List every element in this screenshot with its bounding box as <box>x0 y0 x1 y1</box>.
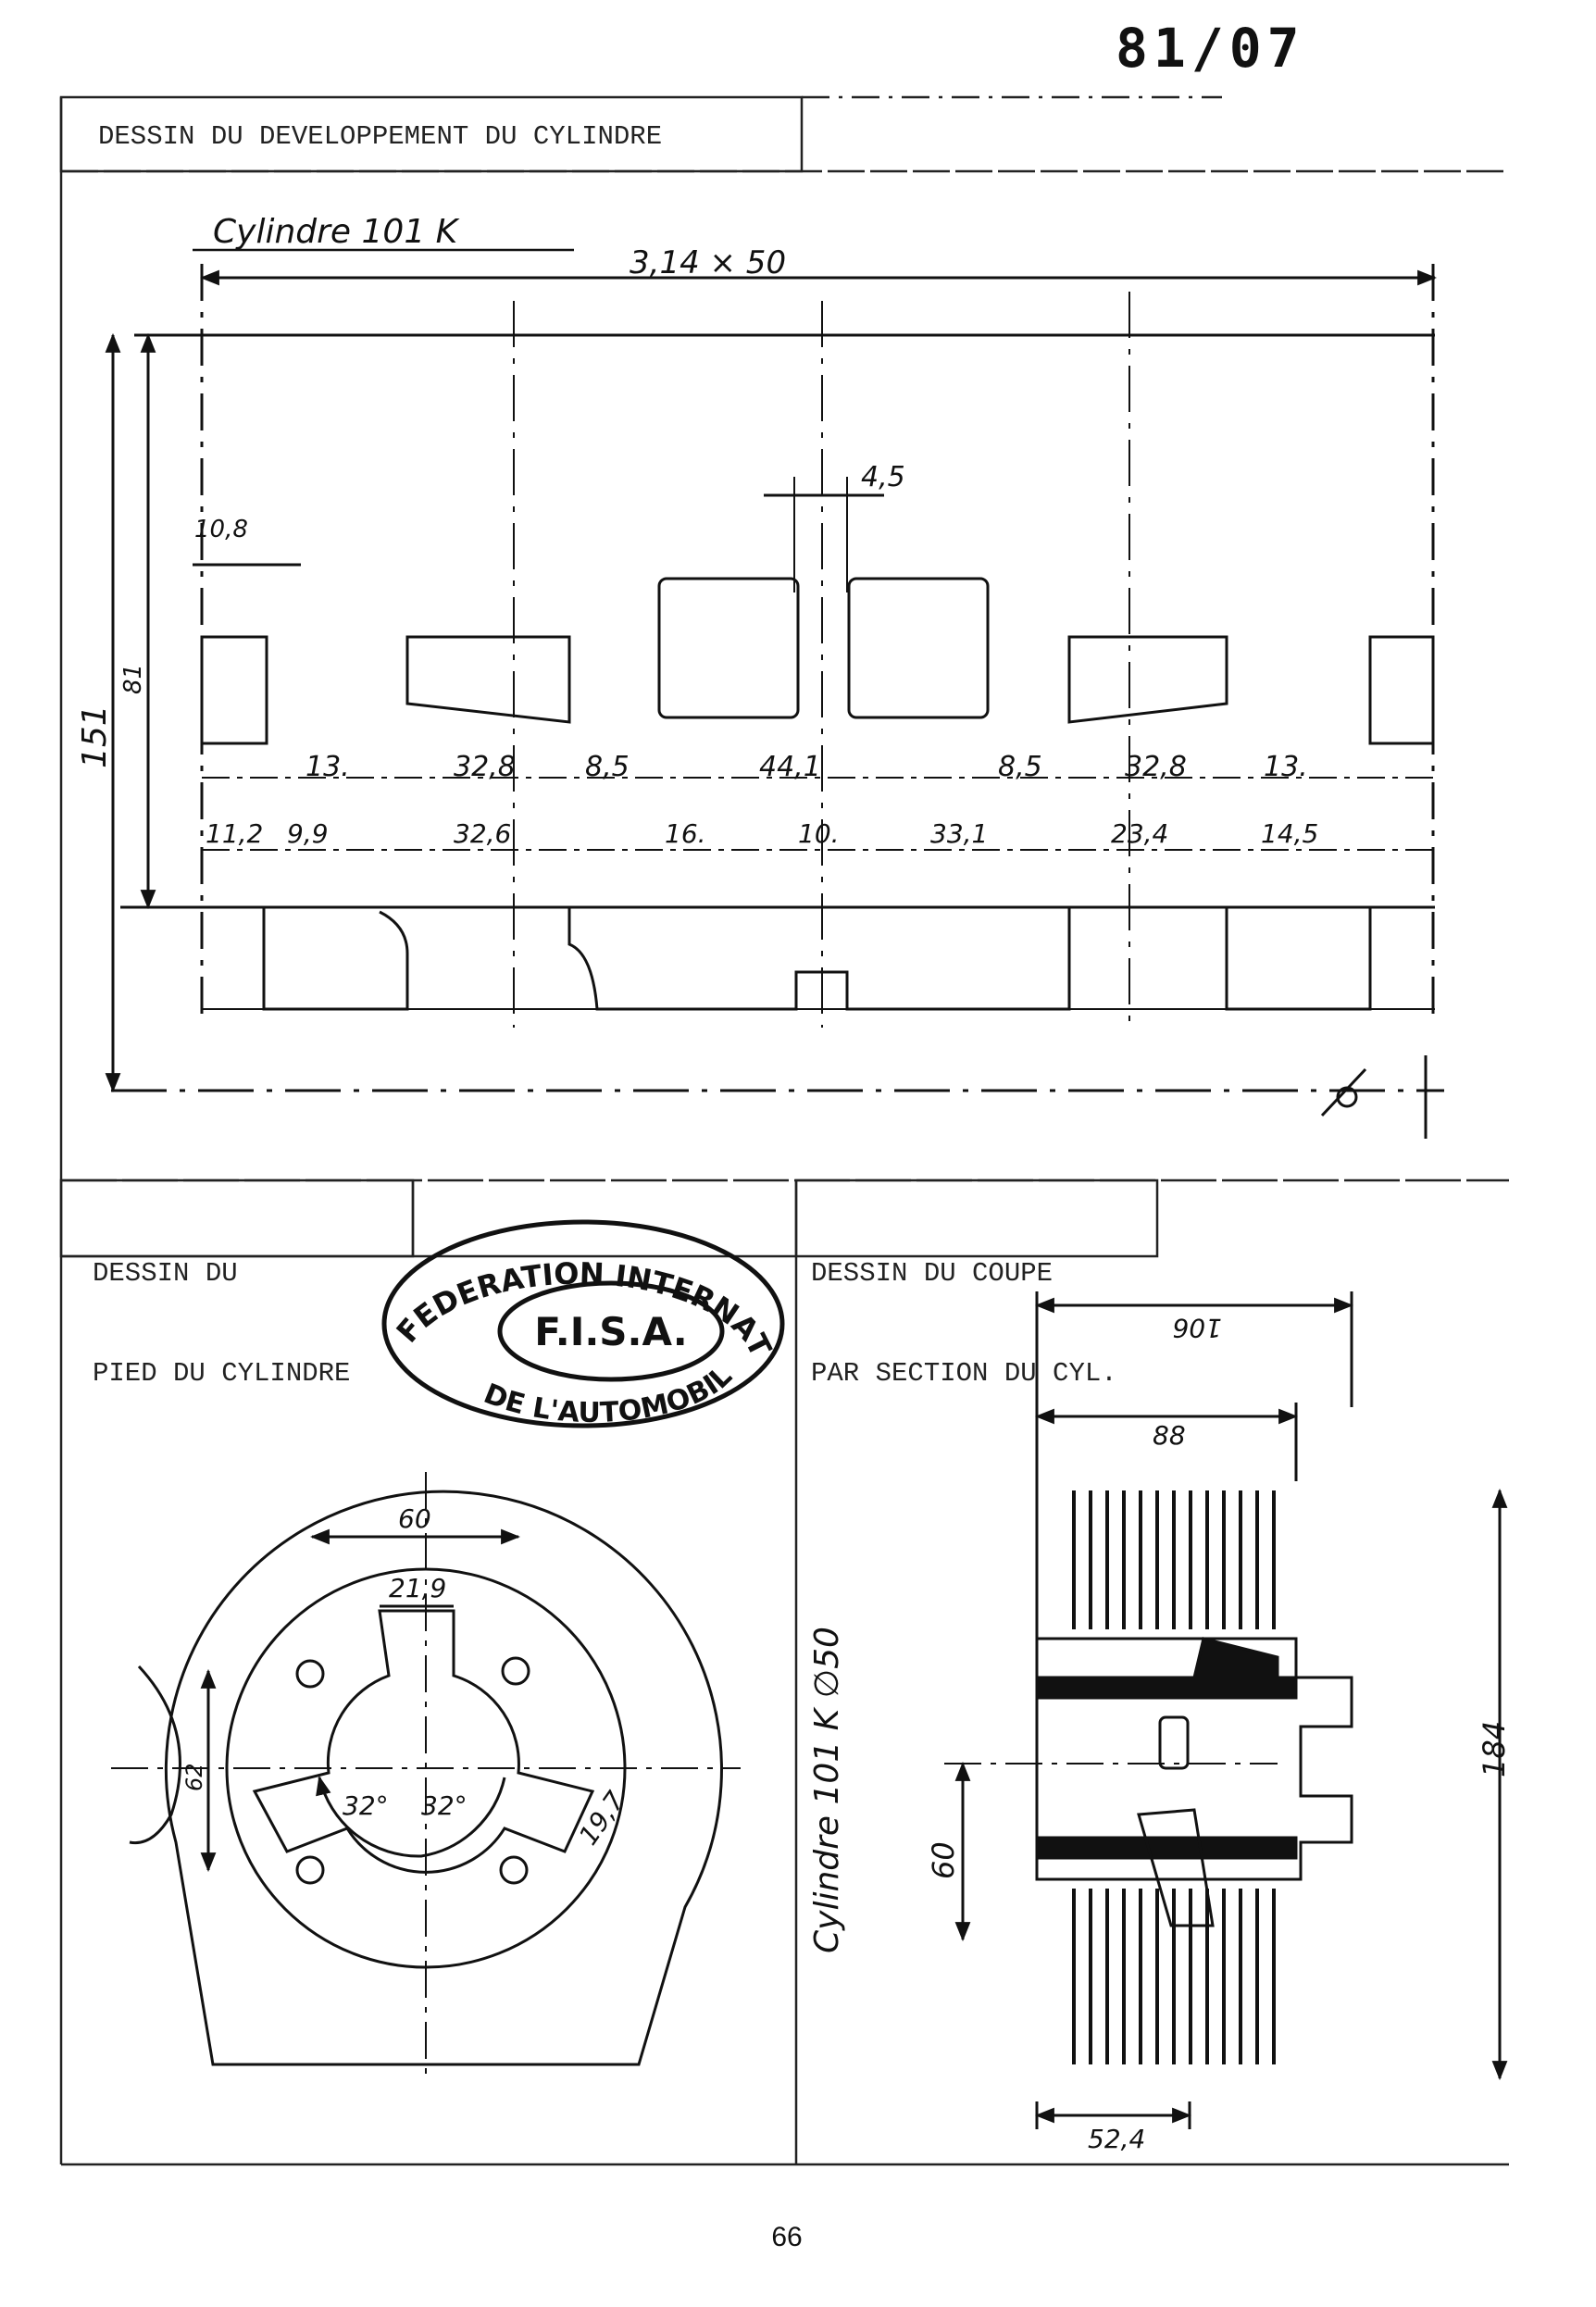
svg-text:FEDERATION INTERNATIONALE: FEDERATION INTERNATIONALE <box>0 0 779 1363</box>
dim-section-52-4: 52,4 <box>1088 2124 1145 2154</box>
dim-foot-62: 62 <box>181 1763 207 1791</box>
section-title-line1: DESSIN DU COUPE <box>811 1258 1054 1289</box>
stamp-inner: F.I.S.A. <box>534 1309 688 1354</box>
dim-81: 81 <box>119 664 147 694</box>
page-number: 66 <box>771 2222 803 2252</box>
section-dims: 106 88 184 60 52,4 <box>926 1313 1512 2154</box>
stamp-outer-top: FEDERATION INTERNATIONALE <box>0 0 779 1363</box>
development-subtitle: Cylindre 101 K <box>213 213 460 251</box>
dim-section-88: 88 <box>1153 1420 1186 1451</box>
dim-foot-21-9: 21,9 <box>389 1573 446 1603</box>
dim-top-1: 32,8 <box>454 751 516 783</box>
dim-section-184: 184 <box>1477 1721 1512 1777</box>
dim-top-4: 8,5 <box>998 751 1042 783</box>
dim-bot-5: 33,1 <box>930 818 988 849</box>
dim-151: 151 <box>76 705 114 768</box>
dim-10-8: 10,8 <box>194 516 248 543</box>
dim-overall-width: 3,14 × 50 <box>630 244 786 281</box>
dim-bot-6: 23,4 <box>1111 818 1168 849</box>
development-drawing: Cylindre 101 K 3,14 × 50 151 81 10,8 <box>76 213 1444 1093</box>
development-dims-bottom: 11,2 9,9 32,6 16. 10. 33,1 23,4 14,5 <box>206 818 1318 849</box>
dim-foot-angle-2: 32° <box>421 1790 468 1821</box>
dim-bot-0: 11,2 <box>206 818 263 849</box>
section-symbol-icon <box>1320 1055 1428 1139</box>
dim-bot-3: 16. <box>665 818 706 849</box>
dim-foot-60: 60 <box>398 1503 431 1534</box>
dim-bot-7: 14,5 <box>1261 818 1318 849</box>
dim-top-2: 8,5 <box>585 751 630 783</box>
dim-4-5: 4,5 <box>861 461 905 493</box>
dim-top-6: 13. <box>1264 751 1308 783</box>
foot-title-line1: DESSIN DU <box>93 1258 238 1289</box>
dim-bot-1: 9,9 <box>287 818 329 849</box>
dim-top-5: 32,8 <box>1125 751 1187 783</box>
dim-top-0: 13. <box>305 751 350 783</box>
section-side-label: Cylindre 101 K ∅50 <box>808 1627 846 1953</box>
development-dims-top: 13. 32,8 8,5 44,1 8,5 32,8 13. <box>305 751 1308 783</box>
foot-title: DESSIN DU PIED DU CYLINDRE <box>93 1191 350 1457</box>
section-title: DESSIN DU COUPE PAR SECTION DU CYL. <box>811 1191 1117 1457</box>
section-title-line2: PAR SECTION DU CYL. <box>811 1358 1117 1389</box>
document-number: 81/07 <box>1116 17 1305 80</box>
dim-foot-angle-1: 32° <box>343 1790 389 1821</box>
dim-bot-4: 10. <box>798 818 840 849</box>
section-drawing: Cylindre 101 K ∅50 <box>808 1291 1508 2129</box>
dim-section-106: 106 <box>1173 1313 1222 1343</box>
foot-drawing <box>111 1472 741 2074</box>
page-frame <box>59 95 1509 2166</box>
development-title: DESSIN DU DEVELOPPEMENT DU CYLINDRE <box>98 121 663 152</box>
dim-section-60: 60 <box>926 1841 961 1879</box>
dim-bot-2: 32,6 <box>454 818 511 849</box>
dim-top-3: 44,1 <box>759 751 821 783</box>
foot-title-line2: PIED DU CYLINDRE <box>93 1358 351 1389</box>
